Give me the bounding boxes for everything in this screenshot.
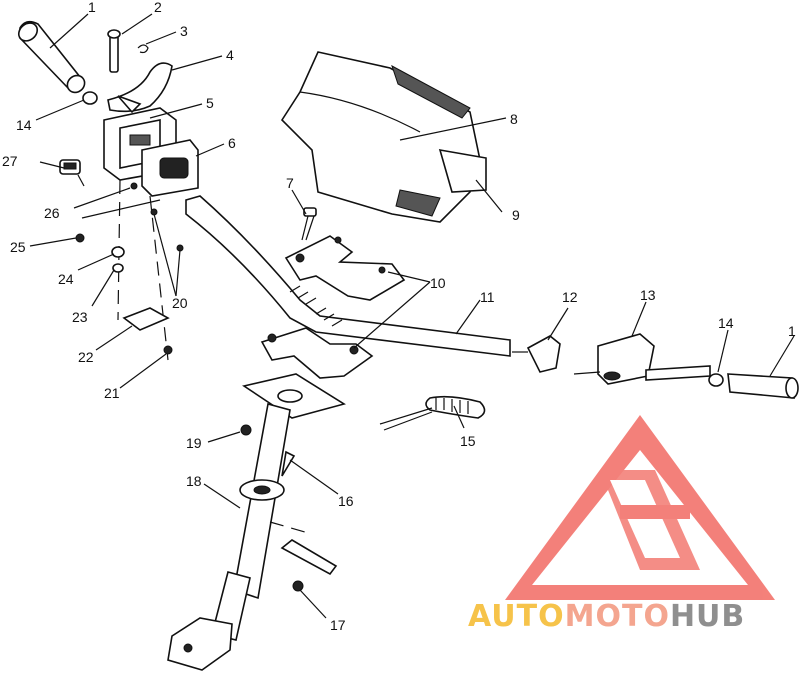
handlebar-knurl bbox=[289, 285, 317, 305]
washer-24 bbox=[111, 246, 125, 258]
switch-connector bbox=[59, 159, 85, 187]
right-grip bbox=[727, 373, 799, 399]
assembly-line-left-3 bbox=[81, 199, 161, 219]
callout-25: 25 bbox=[10, 239, 26, 255]
screw-26 bbox=[130, 182, 138, 190]
watermark-text: AUTOMOTOHUB bbox=[468, 599, 745, 634]
column-sleeve bbox=[269, 521, 338, 592]
handlebar bbox=[185, 195, 511, 357]
lock-washer-23 bbox=[112, 263, 124, 273]
plate-screw bbox=[163, 345, 173, 355]
column-clamp bbox=[239, 450, 296, 501]
callout-19: 19 bbox=[186, 435, 202, 451]
callout-4: 4 bbox=[226, 47, 234, 63]
callout-23: 23 bbox=[72, 309, 88, 325]
watermark-moto: MOTO bbox=[565, 599, 670, 634]
callout-8: 8 bbox=[510, 111, 518, 127]
callout-20: 20 bbox=[172, 295, 188, 311]
callout-13: 13 bbox=[640, 287, 656, 303]
pivot-pin bbox=[107, 29, 121, 73]
callout-24: 24 bbox=[58, 271, 74, 287]
callout-27: 27 bbox=[2, 153, 18, 169]
callout-labels: 1 2 3 4 5 6 7 8 9 10 11 12 13 14 14 15 1… bbox=[2, 0, 796, 633]
callout-26: 26 bbox=[44, 205, 60, 221]
callout-9: 9 bbox=[512, 207, 520, 223]
throttle-housing bbox=[103, 107, 199, 197]
brake-master-cylinder bbox=[573, 333, 711, 385]
left-end-plug bbox=[82, 91, 98, 105]
callout-17: 17 bbox=[330, 617, 346, 633]
right-end-plug bbox=[708, 373, 724, 387]
callout-15: 15 bbox=[460, 433, 476, 449]
callout-14-left: 14 bbox=[16, 117, 32, 133]
grip-heater-coil bbox=[379, 395, 486, 431]
callout-5: 5 bbox=[206, 95, 214, 111]
callout-12: 12 bbox=[562, 289, 578, 305]
watermark-logo-icon bbox=[505, 415, 775, 600]
callout-14-right: 14 bbox=[718, 315, 734, 331]
cover-plate bbox=[122, 307, 170, 331]
left-grip bbox=[17, 20, 86, 94]
assembly-line-left-2 bbox=[149, 195, 169, 361]
leader-lines bbox=[29, 13, 795, 619]
callout-7: 7 bbox=[286, 175, 294, 191]
callout-18: 18 bbox=[186, 473, 202, 489]
callout-1-left: 1 bbox=[88, 0, 96, 15]
watermark-hub: HUB bbox=[670, 599, 745, 634]
cover-bolt bbox=[301, 207, 317, 241]
lower-clamp bbox=[260, 327, 374, 379]
e-clip bbox=[137, 44, 149, 54]
steering-column bbox=[167, 373, 346, 671]
callout-11: 11 bbox=[480, 289, 495, 305]
kill-switch bbox=[512, 335, 561, 373]
throttle-lever bbox=[107, 62, 173, 114]
callout-1-right: 1 bbox=[788, 323, 796, 339]
callout-2: 2 bbox=[154, 0, 162, 15]
watermark-auto: AUTO bbox=[468, 599, 565, 634]
callout-10: 10 bbox=[430, 275, 446, 291]
handlebar-cover bbox=[280, 51, 487, 223]
nut-25 bbox=[75, 233, 85, 243]
callout-3: 3 bbox=[180, 23, 188, 39]
nut-19 bbox=[240, 424, 252, 436]
callout-22: 22 bbox=[78, 349, 94, 365]
handlebar-knurl-2 bbox=[315, 307, 343, 327]
callout-16: 16 bbox=[338, 493, 354, 509]
callout-6: 6 bbox=[228, 135, 236, 151]
upper-clamp bbox=[284, 235, 406, 301]
callout-21: 21 bbox=[104, 385, 120, 401]
